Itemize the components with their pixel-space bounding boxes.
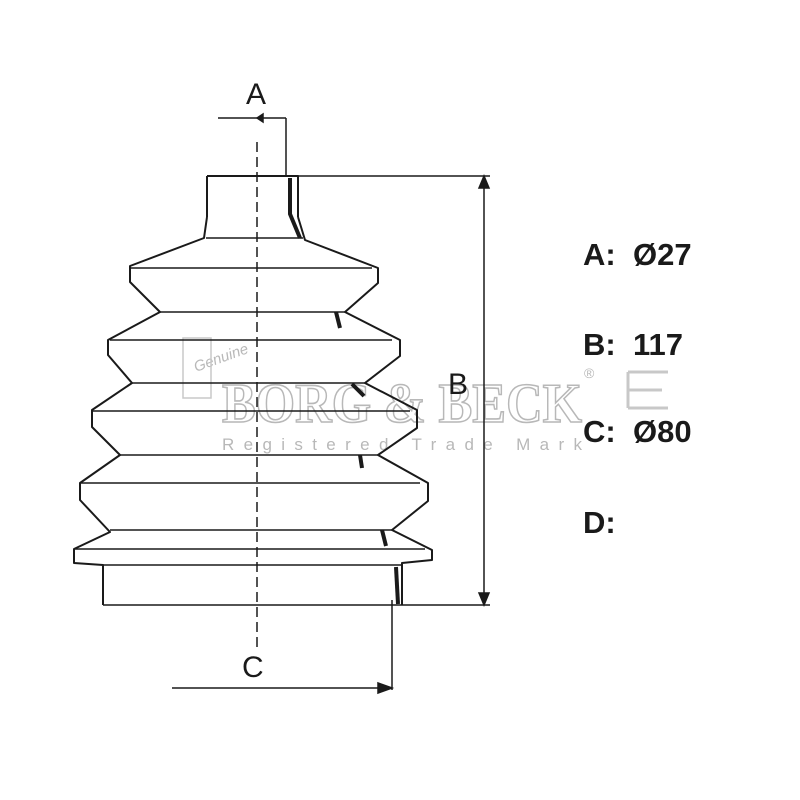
dimension-c: C: [172, 600, 395, 695]
spec-a: A: Ø27: [583, 237, 692, 273]
watermark-left-box: [182, 337, 212, 399]
dimension-a: A: [218, 78, 287, 176]
boot-right-outline: [297, 216, 433, 605]
spec-c: C: Ø80: [583, 414, 692, 450]
boot-left-outline: [73, 216, 208, 605]
spec-d: D:: [583, 505, 633, 541]
watermark-script: Genuine: [192, 340, 251, 375]
spec-a-value: Ø27: [633, 237, 692, 272]
watermark-registered: ®: [584, 365, 595, 381]
boot-body: [73, 175, 433, 606]
dimension-b-label: B: [448, 368, 468, 401]
spec-b-value: 117: [633, 327, 684, 362]
spec-b: B: 117: [583, 327, 683, 363]
spec-c-value: Ø80: [633, 414, 692, 449]
dimension-c-label: C: [242, 651, 264, 684]
dimension-a-label: A: [246, 78, 266, 111]
watermark-right-e: [626, 370, 668, 410]
spec-c-key: C:: [583, 414, 616, 449]
spec-d-key: D:: [583, 505, 616, 540]
boot-small-end-collar: [206, 175, 299, 217]
spec-a-key: A:: [583, 237, 616, 272]
section-shading: [288, 178, 400, 605]
spec-b-key: B:: [583, 327, 616, 362]
dimension-b: B: [298, 174, 491, 607]
fold-lines: [74, 237, 425, 606]
